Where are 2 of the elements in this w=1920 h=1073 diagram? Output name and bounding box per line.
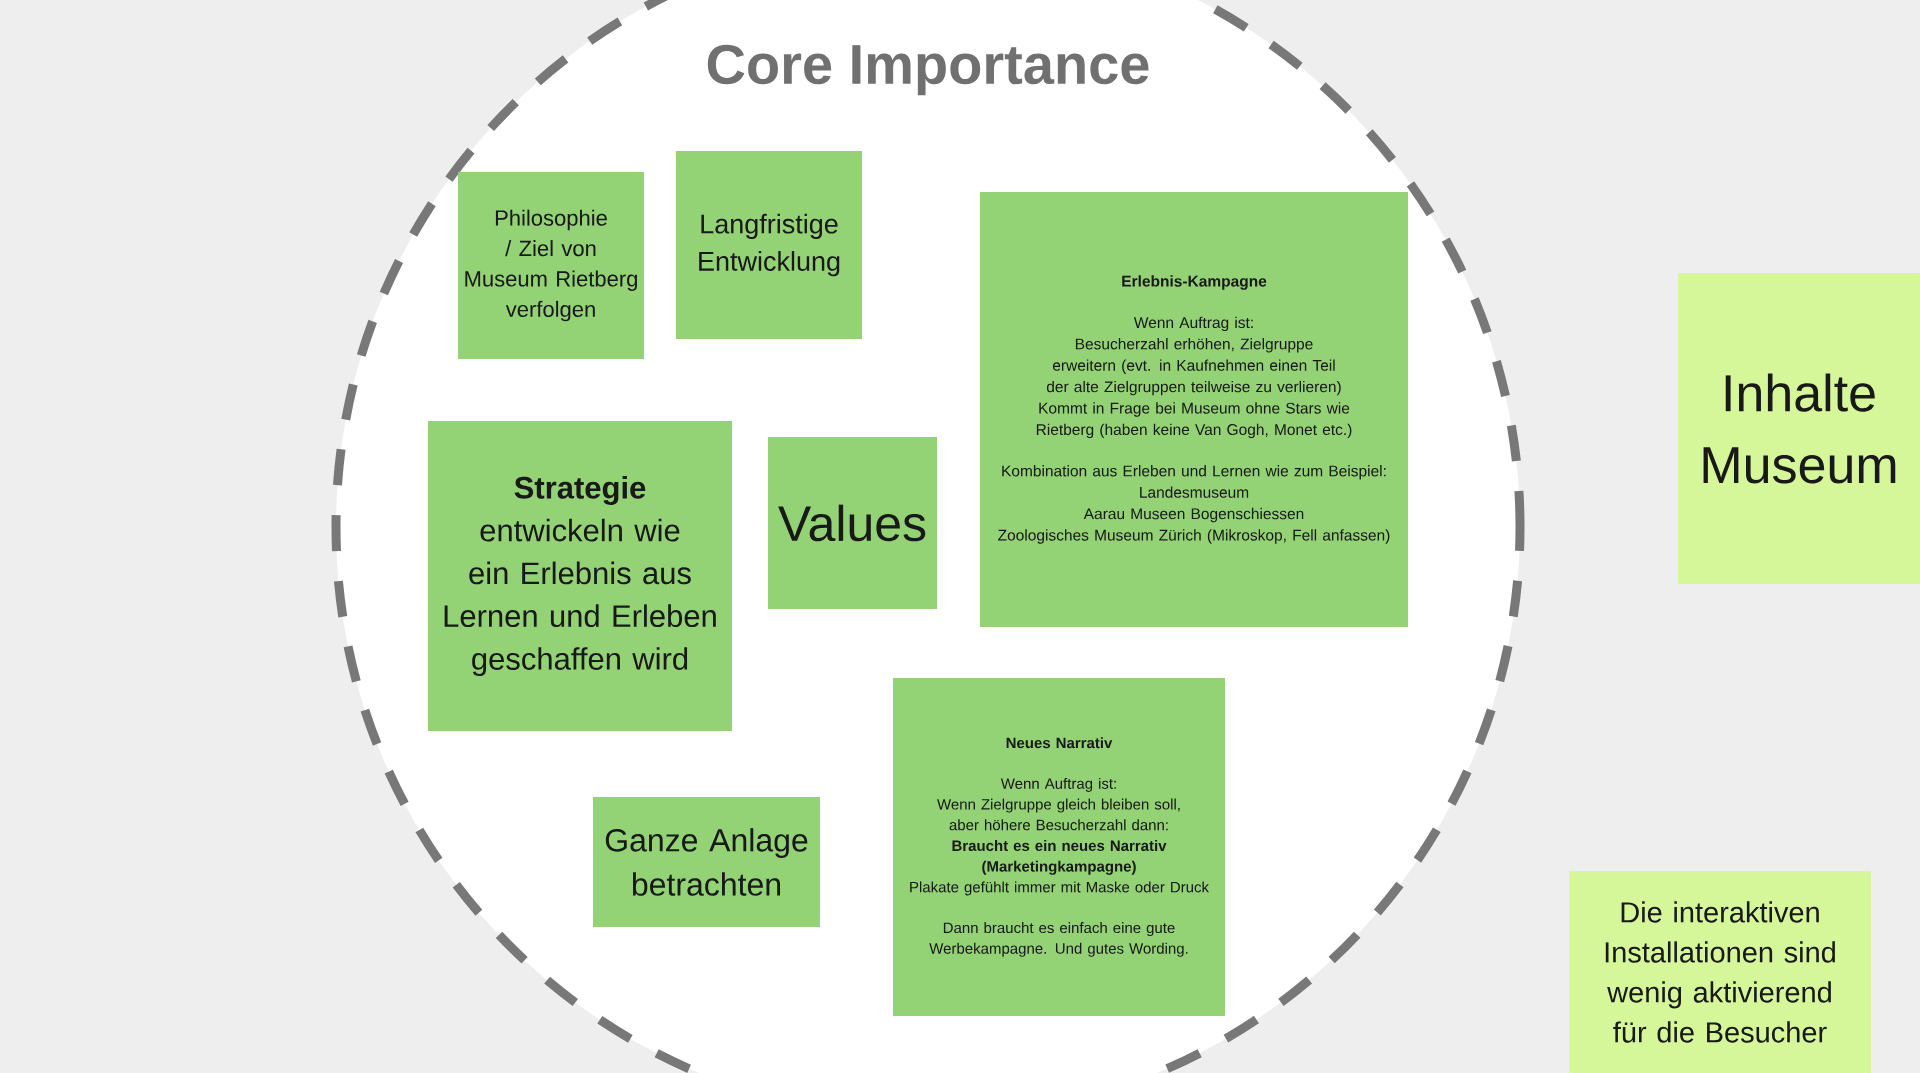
sticky-note: Die interaktiven Installationen sind wenig aktivierend für die Besucher: [1569, 871, 1871, 1073]
sticky-note: Inhalte Museum: [1678, 273, 1920, 584]
